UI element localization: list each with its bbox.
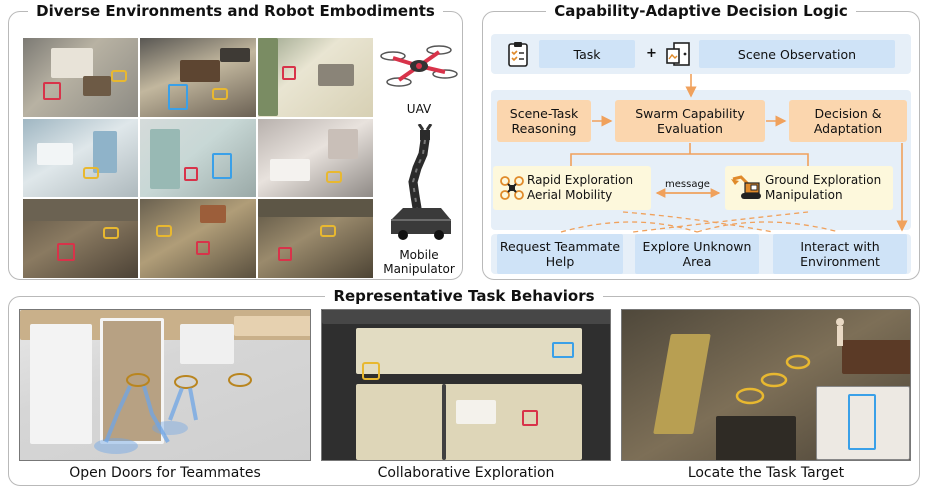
interact-environment-box: Interact with Environment — [773, 234, 907, 274]
behaviors-title: Representative Task Behaviors — [325, 287, 603, 305]
excavator-icon — [731, 175, 761, 199]
behavior-collaborative-exploration-image — [321, 309, 611, 461]
mobile-manipulator-label: Mobile Manipulator — [383, 248, 455, 276]
mobile-manipulator-icon — [391, 124, 451, 240]
environment-grid — [23, 38, 373, 278]
explore-unknown-label: Explore Unknown Area — [642, 239, 752, 269]
environments-title: Diverse Environments and Robot Embodimen… — [28, 2, 443, 20]
message-label: message — [665, 179, 710, 190]
env-clinic-room — [257, 118, 373, 198]
task-input-label: Task — [573, 46, 601, 62]
decision-logic-panel: Capability-Adaptive Decision Logic Task … — [482, 2, 920, 280]
env-ruins-2 — [140, 199, 256, 278]
plus-sign: + — [646, 46, 657, 61]
task-input-box: Task — [539, 40, 635, 68]
robot-embodiments: UAV Mobile Manipulator — [379, 42, 459, 278]
aerial-capability-label: Rapid Exploration Aerial Mobility — [527, 173, 634, 202]
env-ruins-1 — [23, 199, 139, 278]
logic-title: Capability-Adaptive Decision Logic — [546, 2, 856, 20]
drone-icon — [500, 176, 524, 200]
scene-observation-box: Scene Observation — [699, 40, 895, 68]
scene-task-reasoning-label: Scene-Task Reasoning — [509, 106, 579, 136]
task-clipboard-icon — [508, 42, 528, 67]
environments-panel: Diverse Environments and Robot Embodimen… — [8, 2, 463, 280]
caption-locate-target: Locate the Task Target — [687, 465, 845, 481]
caption-open-doors: Open Doors for Teammates — [69, 465, 261, 481]
uav-label: UAV — [406, 102, 432, 116]
env-ruins-3 — [257, 199, 373, 278]
teammate-drones-path — [94, 373, 252, 454]
aerial-capability-box: Rapid Exploration Aerial Mobility — [493, 166, 651, 210]
env-hospital-room — [140, 118, 256, 198]
request-help-label: Request Teammate Help — [499, 239, 621, 269]
uav-icon — [380, 45, 458, 87]
decision-adaptation-label: Decision & Adaptation — [813, 106, 883, 136]
explore-unknown-box: Explore Unknown Area — [635, 234, 759, 274]
env-hospital-ward — [23, 118, 139, 198]
decision-adaptation-box: Decision & Adaptation — [789, 100, 907, 142]
env-living-room — [140, 38, 256, 117]
scene-observation-icon — [666, 42, 690, 66]
behaviors-panel: Representative Task Behaviors Open Doors… — [8, 287, 920, 486]
caption-collaborative-exploration: Collaborative Exploration — [377, 465, 555, 481]
env-light-room — [257, 38, 373, 117]
scene-observation-label: Scene Observation — [737, 46, 857, 62]
search-rings — [735, 318, 844, 405]
interact-environment-label: Interact with Environment — [800, 239, 880, 269]
request-help-box: Request Teammate Help — [497, 234, 623, 274]
behavior-locate-target-image — [621, 309, 911, 461]
scene-task-reasoning-box: Scene-Task Reasoning — [497, 100, 591, 142]
ground-capability-label: Ground Exploration Manipulation — [765, 173, 882, 202]
swarm-capability-label: Swarm Capability Evaluation — [635, 106, 745, 136]
swarm-capability-box: Swarm Capability Evaluation — [615, 100, 765, 142]
env-bedroom — [23, 38, 139, 117]
behavior-open-doors-image — [19, 309, 311, 461]
